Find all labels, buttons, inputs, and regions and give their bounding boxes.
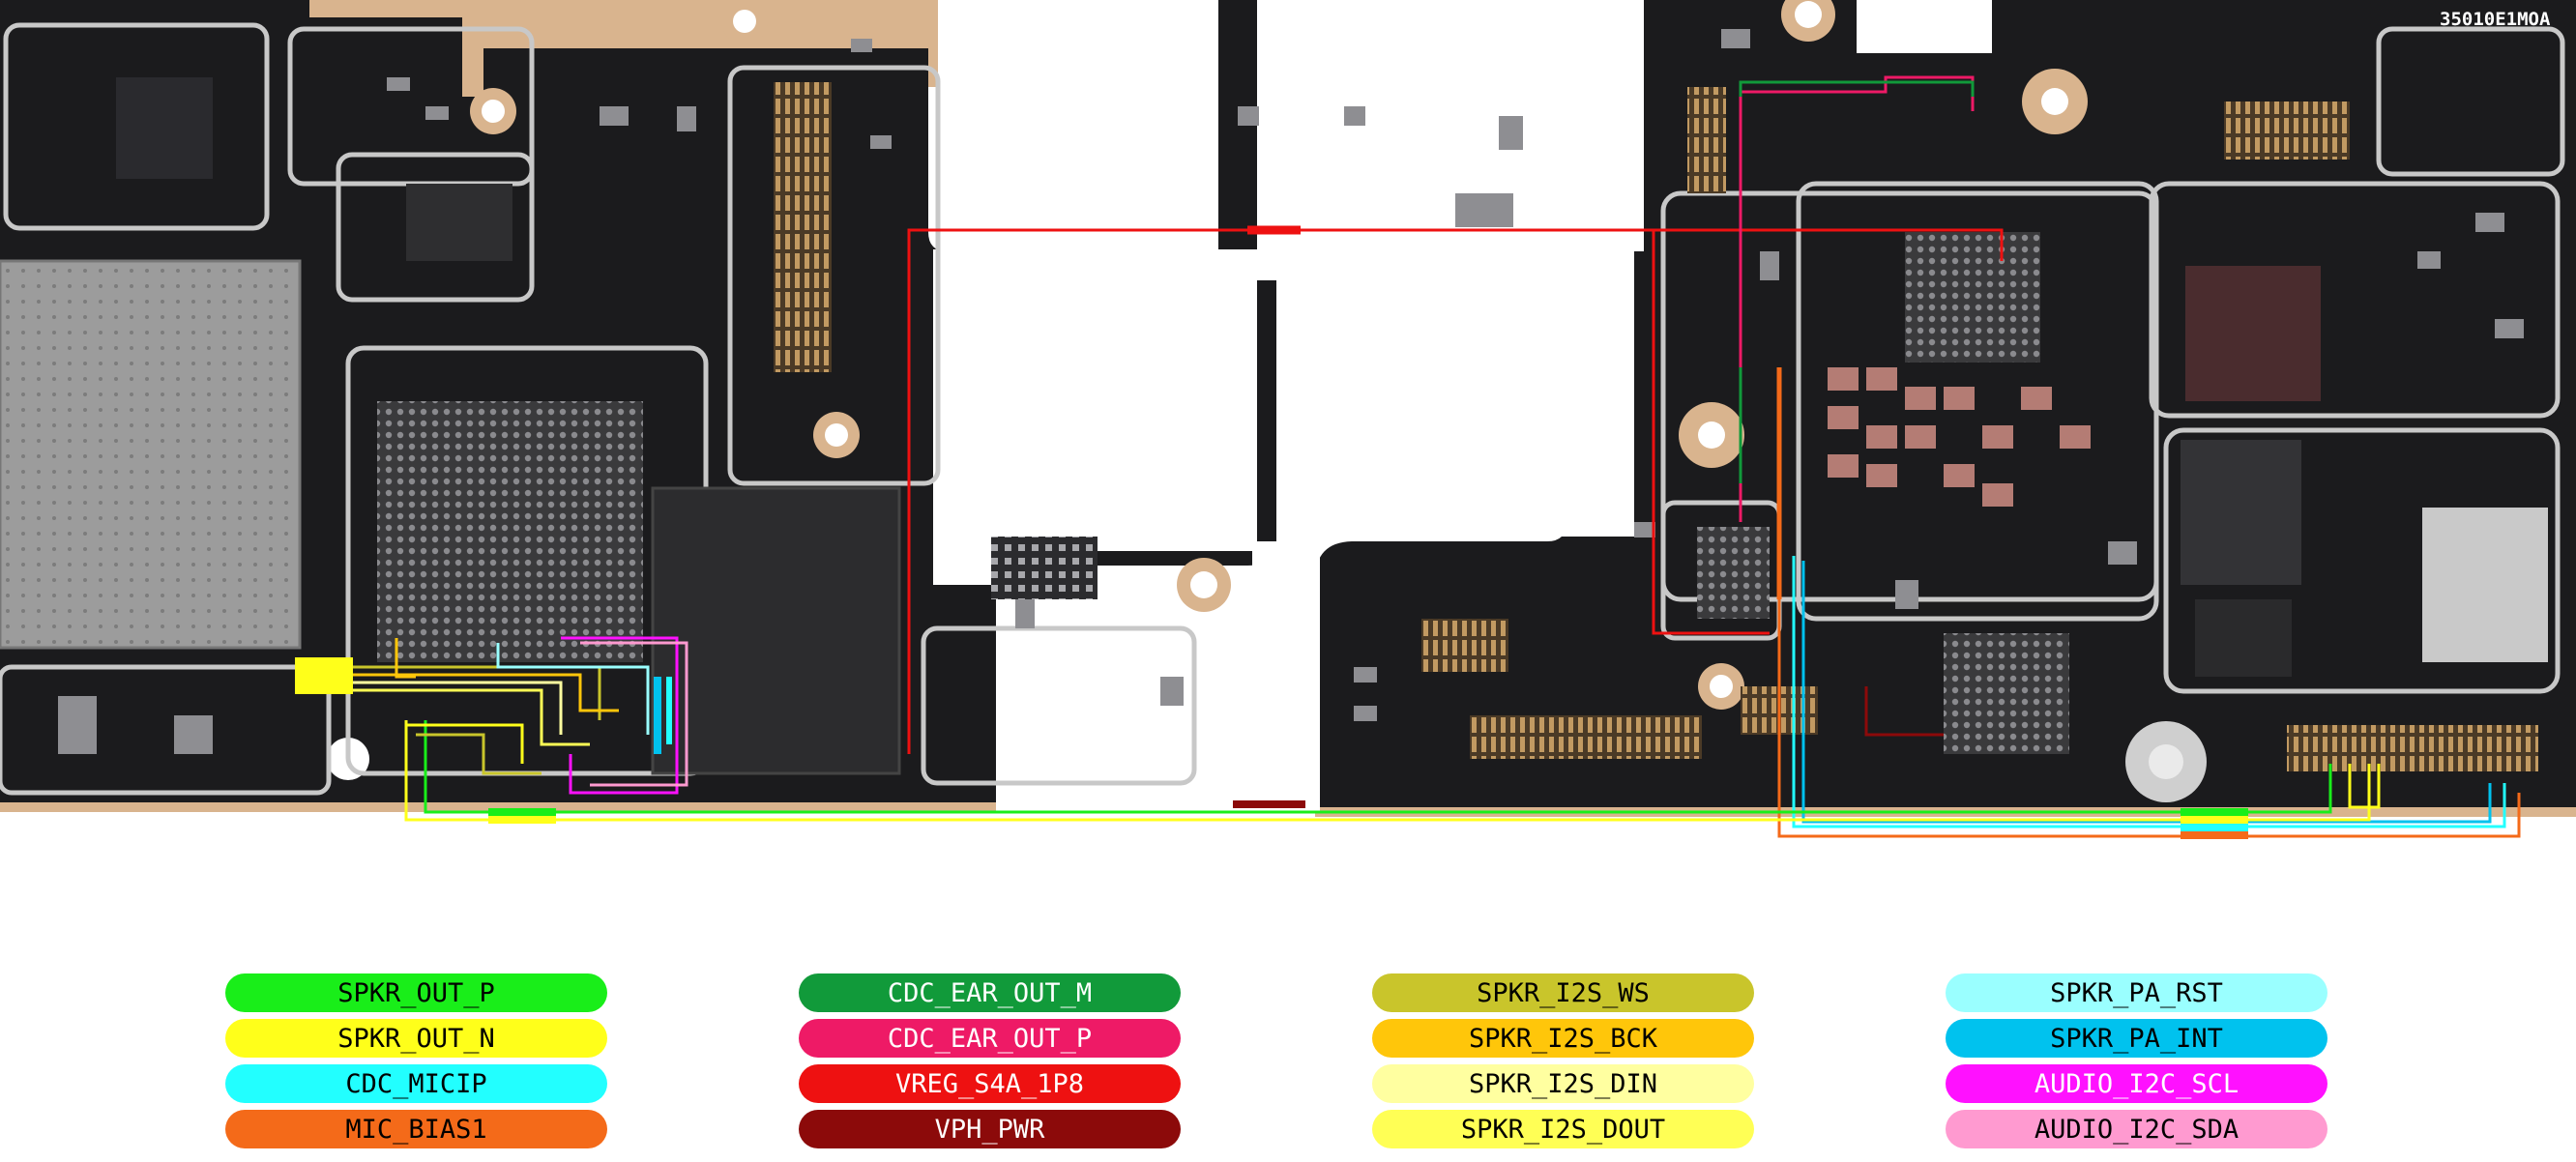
signal-traces	[300, 75, 2521, 838]
board-slot	[1252, 541, 1320, 812]
legend-item-spkr-pa-int: SPKR_PA_INT	[1946, 1019, 2327, 1058]
board-slot	[957, 0, 1185, 184]
copper-frame	[462, 0, 928, 97]
legend-item-vph-pwr: VPH_PWR	[799, 1110, 1181, 1148]
bga-chip	[1944, 633, 2069, 754]
legend-item-cdc-ear-out-p: CDC_EAR_OUT_P	[799, 1019, 1181, 1058]
copper-edge	[0, 802, 996, 812]
board-connector	[774, 82, 832, 372]
legend-item-mic-bias1: MIC_BIAS1	[225, 1110, 607, 1148]
legend-item-audio-i2c-sda: AUDIO_I2C_SDA	[1946, 1110, 2327, 1148]
trace-audio-i2c-scl	[561, 636, 679, 795]
silk-part-no: 35010E1MOA	[2440, 9, 2551, 30]
trace-vph-pwr	[1864, 686, 1944, 737]
ic-chip	[2185, 266, 2321, 401]
legend-item-spkr-i2s-dout: SPKR_I2S_DOUT	[1372, 1110, 1754, 1148]
net-tag-pads	[295, 657, 2248, 839]
legend-item-spkr-out-p: SPKR_OUT_P	[225, 973, 607, 1012]
board-connector	[1421, 619, 1508, 672]
bga-chip	[1905, 232, 2040, 363]
ic-chip	[406, 184, 512, 261]
bga-chip	[377, 401, 643, 662]
legend-item-spkr-pa-rst: SPKR_PA_RST	[1946, 973, 2327, 1012]
silk-date-code: 1823 MRC	[1015, 239, 1113, 262]
silk-rating: 94V-0	[1056, 190, 1111, 212]
legend-item-vreg-s4a-1p8: VREG_S4A_1P8	[799, 1064, 1181, 1103]
board-connector	[1470, 715, 1702, 759]
net-legend: SPKR_OUT_P SPKR_OUT_N CDC_MICIP MIC_BIAS1 CD…	[0, 967, 2576, 1160]
trace-audio-i2c-sda	[580, 641, 688, 787]
board-slot	[1257, 0, 1276, 280]
legend-item-spkr-i2s-ws: SPKR_I2S_WS	[1372, 973, 1754, 1012]
pcb-board-svg: COMPEQ 94V-0 1823 MRC 35010E1MOA 9 -4	[0, 0, 2576, 839]
silk-mark: 9 -4	[933, 561, 978, 582]
trace-spkr-i2s-dout	[300, 688, 590, 746]
trace-spkr-out-n	[404, 720, 2371, 822]
passive-cluster	[1828, 367, 2091, 507]
trace-spkr-pa-int	[1801, 561, 2492, 824]
board-slot	[1368, 0, 1576, 184]
board-slot	[1325, 249, 1634, 537]
legend-item-spkr-out-n: SPKR_OUT_N	[225, 1019, 607, 1058]
pmic-chip	[2422, 508, 2548, 662]
legend-item-audio-i2c-scl: AUDIO_I2C_SCL	[1946, 1064, 2327, 1103]
trace-cdc-ear-out-m	[1739, 80, 1975, 483]
trace-mic-bias1	[1777, 367, 2521, 838]
legend-item-spkr-i2s-bck: SPKR_I2S_BCK	[1372, 1019, 1754, 1058]
shield-outlines	[0, 22, 2565, 796]
ic-chip	[2195, 599, 2292, 677]
ic-chip	[116, 77, 213, 179]
sim-tray	[0, 261, 300, 648]
trace-spkr-out-p	[424, 720, 2332, 814]
board-connector	[2287, 725, 2538, 771]
silkscreen-text: COMPEQ 94V-0 1823 MRC 35010E1MOA 9 -4	[933, 9, 2551, 582]
trace-spkr-pa-rst	[496, 643, 650, 735]
board-slot	[1857, 0, 1992, 53]
trace-cdc-micip	[1792, 556, 2506, 828]
silk-vendor: COMPEQ	[959, 205, 1043, 232]
trace-vreg-s4a-1p8	[1654, 228, 2004, 261]
small-components	[58, 29, 2524, 754]
emmc-chip	[651, 486, 901, 775]
legend-item-cdc-micip: CDC_MICIP	[225, 1064, 607, 1103]
legend-item-cdc-ear-out-m: CDC_EAR_OUT_M	[799, 973, 1181, 1012]
board-slot	[933, 249, 1257, 585]
legend-item-spkr-i2s-din: SPKR_I2S_DIN	[1372, 1064, 1754, 1103]
ic-chip	[2181, 440, 2301, 585]
board-connector	[1687, 87, 1726, 193]
trace-spkr-i2s-din	[300, 681, 563, 735]
ic-chip	[991, 537, 1098, 599]
bga-chip	[1697, 527, 1770, 619]
trace-spkr-i2s-bck	[300, 673, 619, 712]
pcb-board-view: COMPEQ 94V-0 1823 MRC 35010E1MOA 9 -4	[0, 0, 2576, 839]
board-connector	[2224, 102, 2350, 160]
